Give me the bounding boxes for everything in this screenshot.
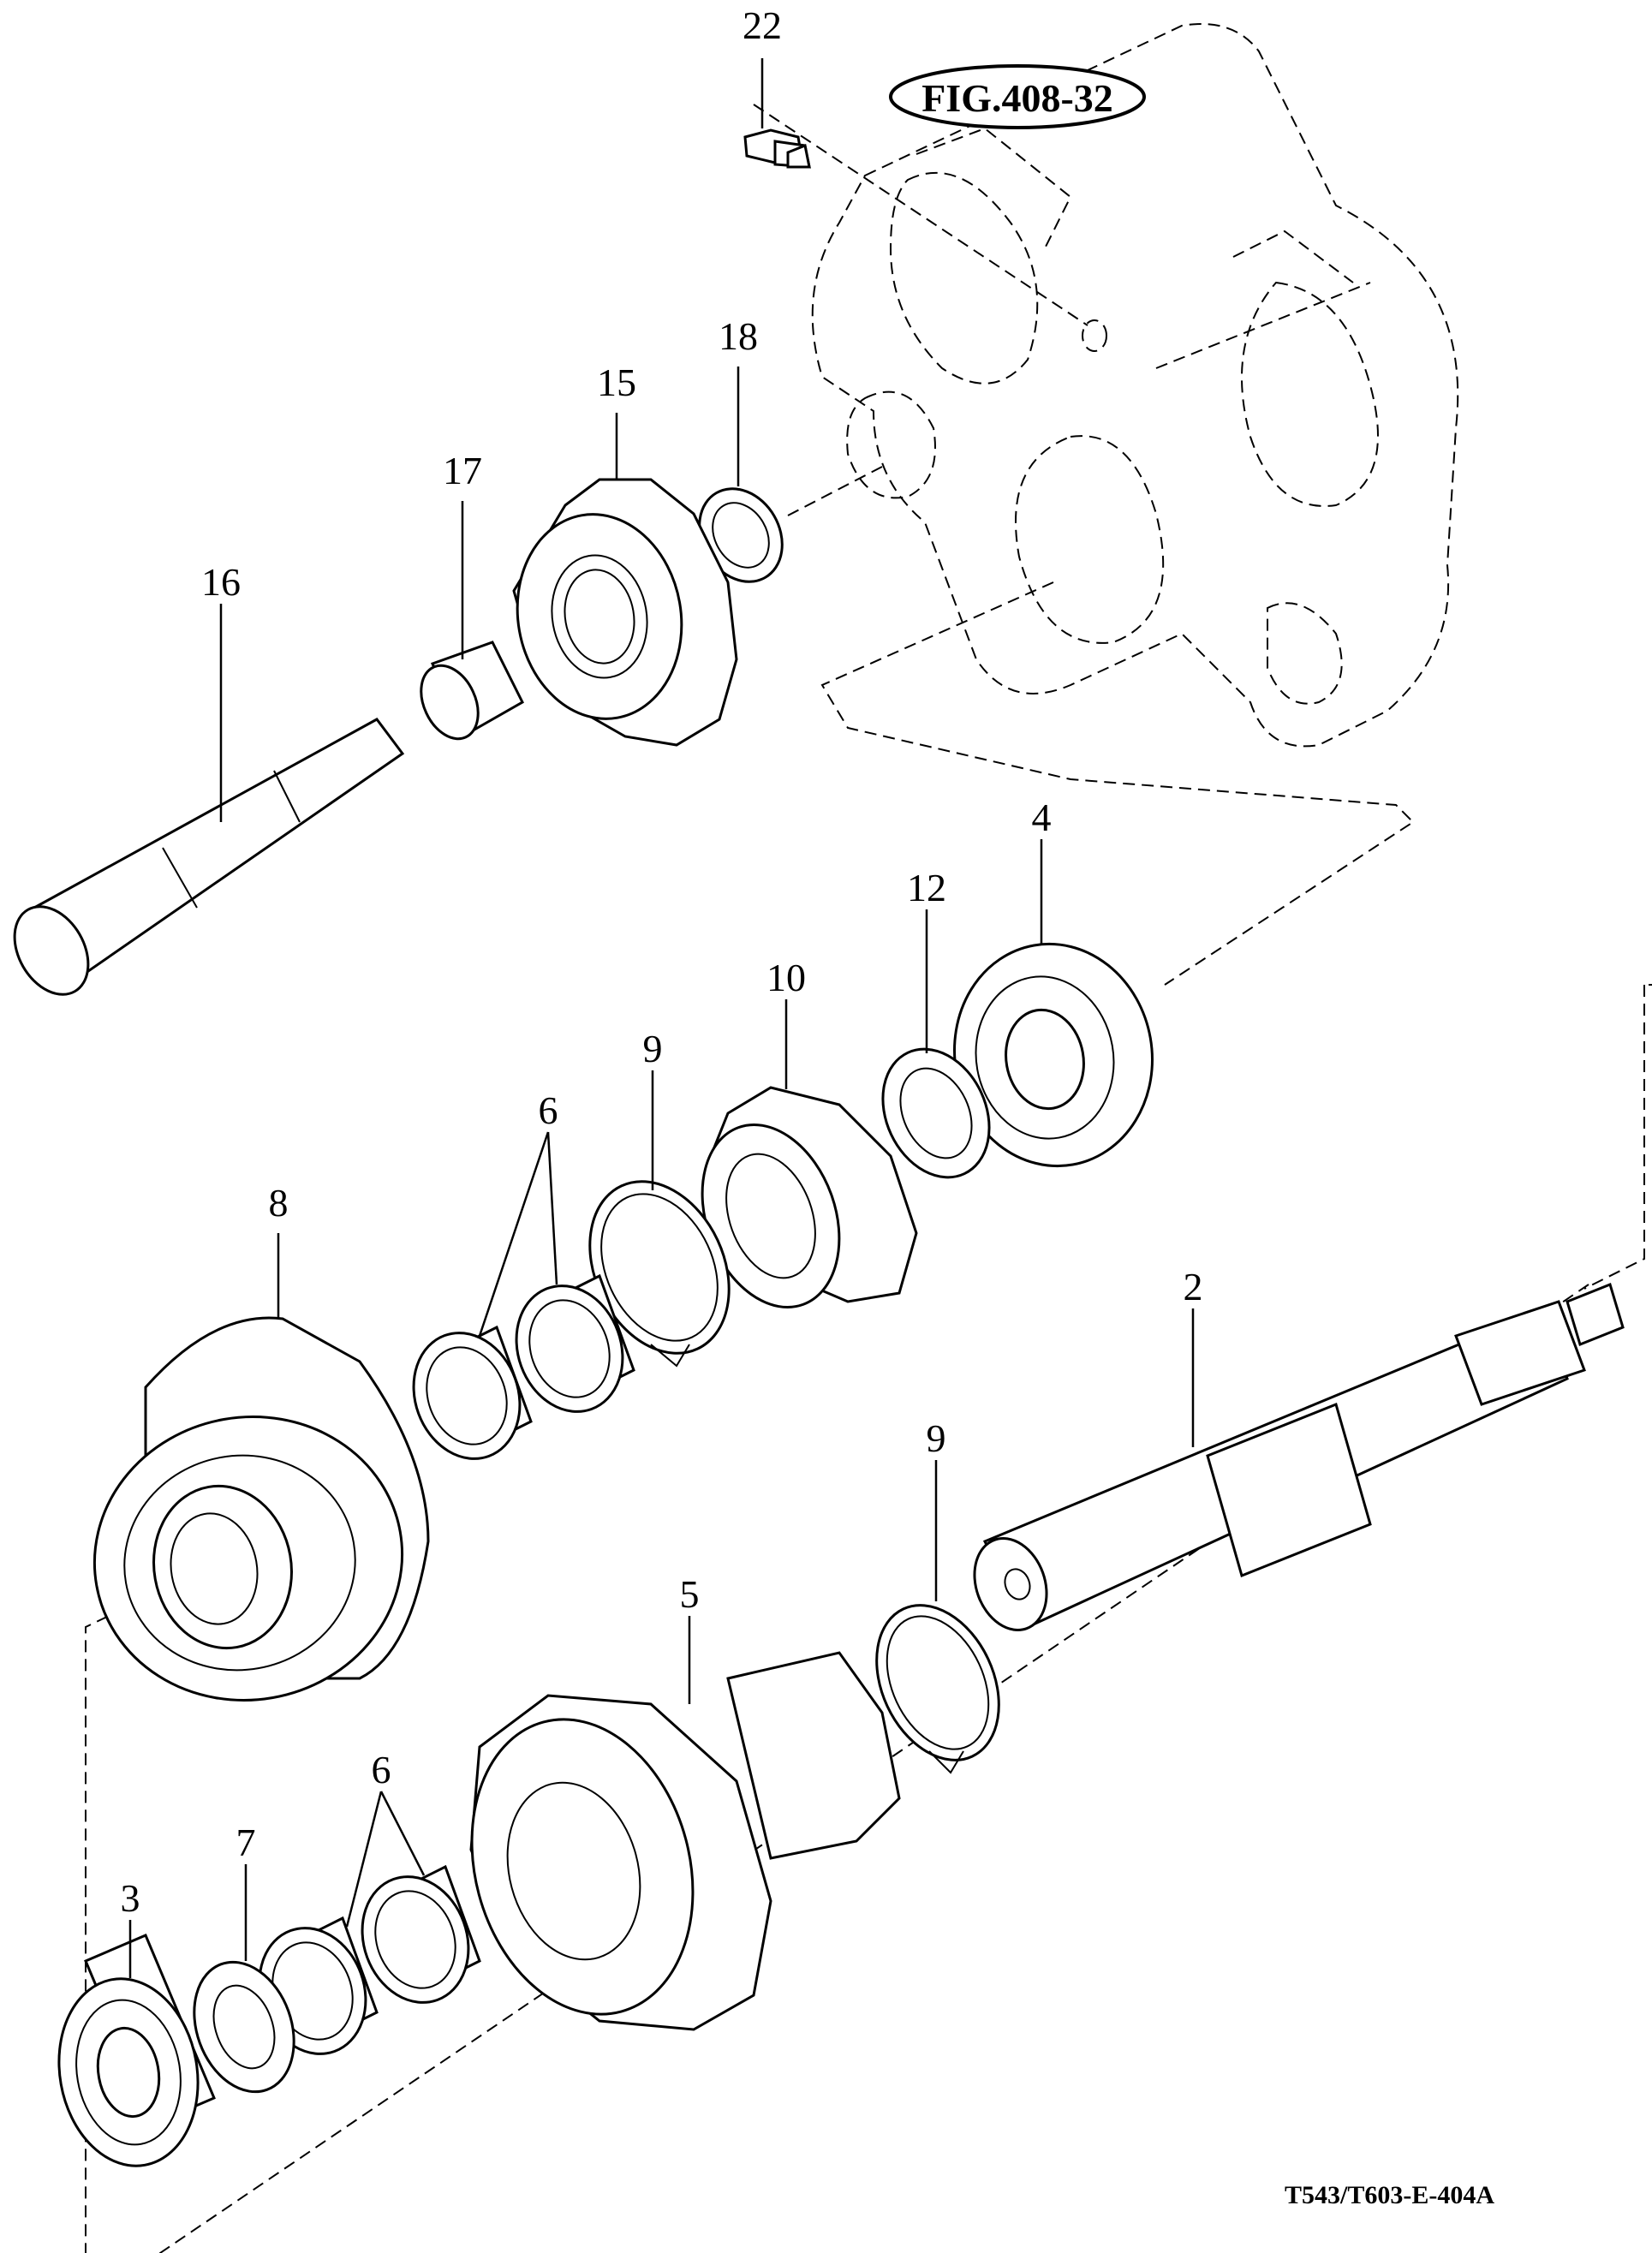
figure-reference-badge[interactable]: FIG.408-32 xyxy=(889,64,1146,129)
callout-leaders xyxy=(128,58,1195,1978)
callout-6-lower: 6 xyxy=(372,1748,391,1791)
callout-18: 18 xyxy=(719,314,758,358)
washer-icon xyxy=(698,487,784,583)
callout-3: 3 xyxy=(121,1876,140,1920)
callout-22: 22 xyxy=(743,3,782,47)
drawing-code: T543/T603-E-404A xyxy=(1285,2181,1494,2209)
callout-10: 10 xyxy=(766,956,806,999)
callout-2: 2 xyxy=(1184,1265,1203,1308)
sleeve-icon xyxy=(92,1316,430,1702)
callout-17: 17 xyxy=(443,449,482,492)
gear-icon xyxy=(469,1651,901,2031)
callout-4: 4 xyxy=(1032,796,1052,839)
ball-bearing-icon xyxy=(57,1934,216,2167)
gear-icon xyxy=(701,1086,918,1309)
shaft-icon xyxy=(973,1282,1625,1631)
bolt-icon xyxy=(743,128,811,169)
callout-6-upper: 6 xyxy=(539,1088,558,1132)
needle-bearing-icon xyxy=(515,1273,635,1413)
callout-5: 5 xyxy=(680,1572,700,1616)
gear-icon xyxy=(512,478,738,747)
needle-bearing-icon xyxy=(361,1864,481,2004)
callout-15: 15 xyxy=(597,361,636,404)
pin-shaft-icon xyxy=(13,718,405,996)
callout-16: 16 xyxy=(201,560,241,604)
callout-9-upper: 9 xyxy=(643,1027,663,1070)
snap-ring-icon xyxy=(588,1180,731,1368)
washer-icon xyxy=(193,1960,295,2094)
snap-ring-icon xyxy=(875,1604,1000,1774)
figure-reference-label[interactable]: FIG.408-32 xyxy=(921,76,1113,120)
callout-12: 12 xyxy=(907,866,946,909)
transmission-housing-outline xyxy=(811,23,1459,748)
needle-bearing-icon xyxy=(420,641,524,741)
needle-bearing-icon xyxy=(412,1325,533,1460)
callout-7: 7 xyxy=(236,1821,256,1864)
callout-9-lower: 9 xyxy=(927,1416,946,1460)
washer-icon xyxy=(881,1047,991,1179)
callout-labels: 22 18 15 17 16 4 12 10 9 6 8 2 9 5 6 7 3 xyxy=(121,3,1203,1920)
callout-8: 8 xyxy=(269,1181,289,1225)
